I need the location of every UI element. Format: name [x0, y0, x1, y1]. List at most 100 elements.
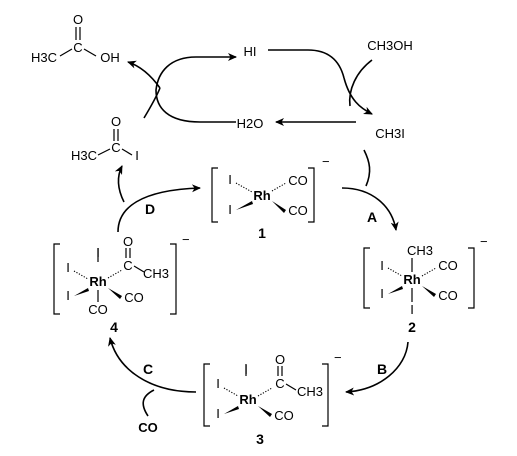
acetic-acid-c: C — [73, 40, 82, 55]
arrow-to-acetic-acid — [127, 60, 161, 89]
complex-1-co-upper: CO — [288, 173, 308, 188]
complex-2-bracket-right — [468, 247, 475, 309]
complex-3-number: 3 — [256, 431, 264, 447]
acetyl-iodide-bond-right — [121, 148, 133, 156]
complex-2-wedge-bond-i — [388, 286, 403, 294]
methyl-iodide-label: CH3I — [375, 126, 405, 141]
acetyl-iodide-i: I — [135, 148, 139, 163]
complex-4-charge: − — [182, 232, 190, 247]
complex-1-hash-bond-i — [235, 182, 253, 193]
arrow-acetyl-iodide-in — [143, 87, 161, 119]
complex-4-co-right: CO — [124, 290, 144, 305]
step-d-label: D — [145, 201, 155, 217]
complex-3-hash-bond-acyl — [257, 387, 273, 397]
complex-3-bond-ch3 — [285, 383, 297, 391]
complex-3-acyl-o: O — [275, 352, 285, 367]
complex-3-rh: Rh — [239, 392, 256, 407]
step-c-label: C — [143, 361, 153, 377]
complex-3-hash-bond-i — [223, 387, 239, 397]
complex-1-rh: Rh — [253, 188, 270, 203]
complex-2-iodide-axial: I — [410, 302, 414, 317]
complex-2-iodide-lower: I — [380, 286, 384, 301]
complex-4-wedge-bond-co — [108, 288, 122, 299]
complex-1: − Rh I I CO CO 1 — [211, 154, 330, 241]
complex-2-rh: Rh — [403, 272, 420, 287]
complex-3-co: CO — [274, 408, 294, 423]
arrow-step-d — [117, 184, 201, 233]
complex-3-charge: − — [334, 350, 342, 365]
complex-2-co-lower: CO — [438, 288, 458, 303]
complex-1-bracket-right — [308, 167, 315, 223]
complex-1-hash-bond-co — [271, 182, 287, 192]
complex-2-co-upper: CO — [438, 258, 458, 273]
step-b-label: B — [377, 361, 387, 377]
arrow-step-b — [345, 341, 409, 396]
acetic-acid-o: O — [73, 12, 83, 27]
complex-4-bracket-left — [53, 243, 60, 315]
complex-4-rh: Rh — [89, 274, 106, 289]
complex-2-hash-bond-co — [421, 267, 437, 277]
co-reagent-label: CO — [138, 420, 158, 435]
complex-2-iodide-upper: I — [380, 258, 384, 273]
arrow-left-loop — [155, 56, 236, 123]
step-a-label: A — [367, 209, 377, 225]
complex-4-iodide-axial: I — [96, 245, 100, 260]
complex-4-iodide-upper: I — [66, 260, 70, 275]
arrow-to-acetyl-iodide — [114, 165, 125, 203]
arrow-methanol-in — [348, 59, 373, 107]
methanol-label: CH3OH — [367, 38, 413, 53]
complex-3-bracket-left — [203, 363, 210, 427]
complex-3-bracket-right — [322, 363, 329, 427]
complex-3-wedge-bond-i — [224, 406, 239, 414]
arrow-to-ch3i — [343, 77, 373, 115]
complex-4-bracket-right — [170, 243, 177, 315]
complex-4-wedge-bond-i — [74, 288, 89, 296]
complex-1-iodide-lower: I — [228, 202, 232, 217]
complex-4-iodide-lower: I — [66, 288, 70, 303]
complex-1-charge: − — [322, 154, 330, 169]
acetyl-iodide-bond-left — [97, 148, 111, 156]
complex-4-acyl-o: O — [123, 234, 133, 249]
complex-4-hash-bond-i — [73, 270, 89, 280]
acetic-acid-oh: OH — [100, 50, 120, 65]
acetyl-iodide-o: O — [111, 114, 121, 129]
complex-4: − I Rh I I C O CH3 CO CO 4 — [53, 232, 190, 335]
complex-4-hash-bond-acyl — [107, 269, 123, 279]
complex-1-bracket-left — [211, 167, 218, 223]
complex-1-iodide-upper: I — [228, 172, 232, 187]
complex-3-iodide-upper: I — [216, 376, 220, 391]
arrow-step-c — [108, 337, 197, 393]
acetic-acid-bond-left — [59, 48, 73, 57]
acetyl-iodide: O C H3C I — [71, 114, 139, 163]
acetic-acid-h3c: H3C — [31, 50, 57, 65]
arrow-hi-curve-down — [268, 49, 345, 79]
arrow-ch3i-in — [363, 149, 371, 187]
complex-2-charge: − — [480, 234, 488, 249]
acetic-acid: O C H3C OH — [31, 12, 120, 65]
complex-1-number: 1 — [258, 225, 266, 241]
complex-2-ch3: CH3 — [407, 243, 433, 258]
hi-label: HI — [244, 44, 257, 59]
complex-3: − I Rh I I C O CH3 CO 3 — [203, 350, 342, 447]
acetyl-iodide-h3c: H3C — [71, 148, 97, 163]
complex-2: − CH3 Rh I I CO CO I 2 — [363, 234, 488, 335]
complex-3-iodide-axial: I — [244, 362, 248, 377]
complex-4-co-down: CO — [88, 302, 108, 317]
acetic-acid-bond-right — [83, 48, 97, 57]
complex-3-acyl-c: C — [275, 376, 284, 391]
complex-1-co-lower: CO — [288, 203, 308, 218]
complex-1-wedge-bond-co — [272, 201, 286, 213]
complex-2-hash-bond-i — [387, 267, 403, 277]
complex-2-number: 2 — [408, 319, 416, 335]
arrow-co-in — [142, 389, 155, 417]
complex-4-acyl-c: C — [123, 258, 132, 273]
complex-3-ch3: CH3 — [297, 384, 323, 399]
acetyl-iodide-c: C — [111, 140, 120, 155]
complex-3-wedge-bond-co — [258, 406, 272, 417]
complex-2-wedge-bond-co — [422, 286, 436, 297]
complex-4-number: 4 — [110, 319, 118, 335]
water-label: H2O — [237, 116, 264, 131]
complex-2-bracket-left — [363, 247, 370, 309]
